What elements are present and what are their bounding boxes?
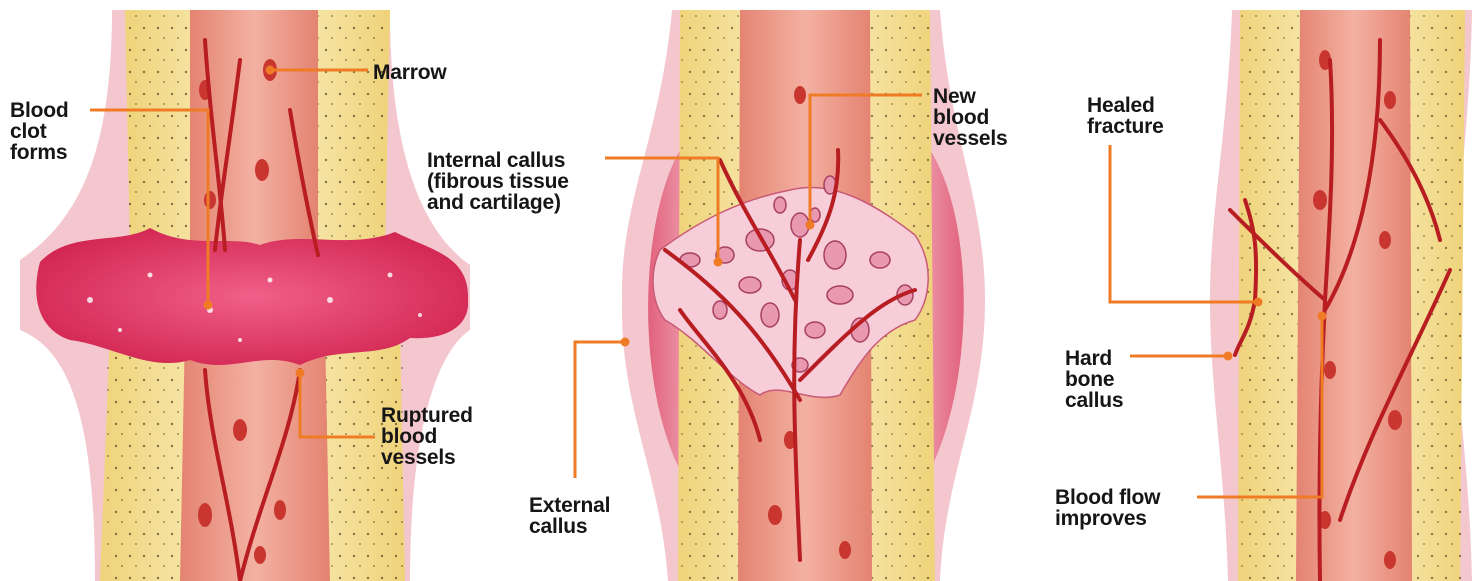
panel-healed [1210, 10, 1472, 581]
label-internal-callus: Internal callus (fibrous tissue and cart… [427, 150, 569, 213]
label-healed-fracture: Healed fracture [1087, 95, 1164, 137]
label-marrow: Marrow [373, 62, 446, 83]
label-new-blood-vessels: New blood vessels [933, 86, 1008, 149]
label-external-callus: External callus [529, 495, 610, 537]
panel-clot [20, 10, 470, 581]
label-blood-clot-forms: Blood clot forms [10, 100, 68, 163]
label-hard-bone-callus: Hard bone callus [1065, 348, 1123, 411]
leader-external-callus [575, 342, 625, 478]
panel-callus [622, 10, 985, 581]
label-ruptured-blood-vessels: Ruptured blood vessels [381, 405, 473, 468]
label-blood-flow-improves: Blood flow improves [1055, 487, 1160, 529]
